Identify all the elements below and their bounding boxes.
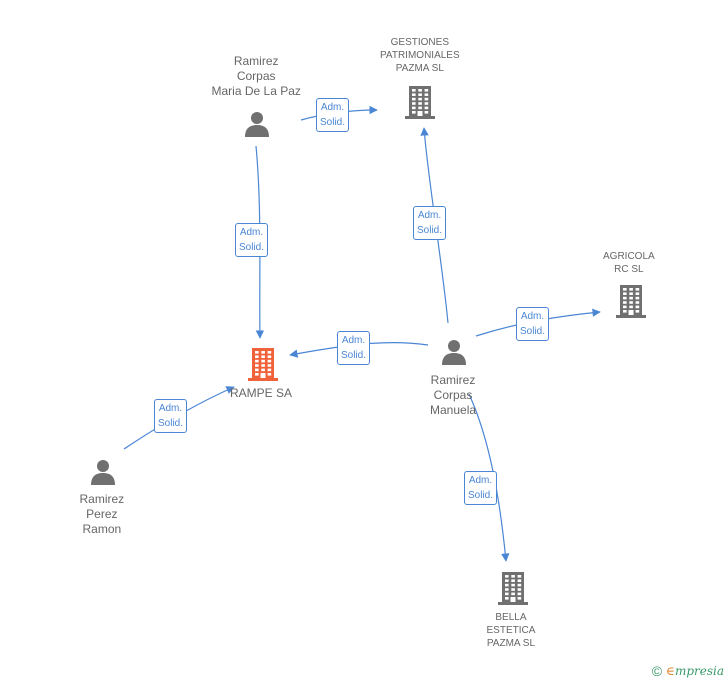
relation-badge[interactable]: Adm. Solid.: [316, 98, 350, 132]
building-icon[interactable]: [248, 347, 278, 386]
relation-badge-line: Solid.: [468, 490, 494, 501]
node-label-line: PATRIMONIALES: [380, 50, 460, 61]
node-label-rampe[interactable]: RAMPE SA: [230, 386, 292, 401]
node-label-line: PAZMA SL: [395, 63, 444, 74]
node-label-line: RC SL: [614, 264, 644, 275]
node-label-line: AGRICOLA: [603, 251, 655, 262]
relation-badge-line: Adm.: [239, 227, 264, 238]
node-label-line: Perez: [86, 507, 118, 521]
relation-badge-line: Solid.: [417, 225, 443, 236]
relation-badge[interactable]: Adm. Solid.: [235, 223, 269, 257]
relation-badge-line: Adm.: [468, 475, 493, 486]
relation-badge[interactable]: Adm. Solid.: [464, 471, 498, 505]
relation-badge-line: Solid.: [320, 117, 346, 128]
relation-badge[interactable]: Adm. Solid.: [154, 399, 188, 433]
node-label-line: GESTIONES: [390, 37, 449, 48]
node-label-line: Ramon: [82, 522, 122, 536]
node-label-line: Corpas: [433, 388, 473, 402]
node-label-line: Manuela: [430, 403, 477, 417]
brand-logo[interactable]: ∈mpresia: [666, 664, 724, 678]
relation-badge[interactable]: Adm. Solid.: [516, 307, 550, 341]
copyright-symbol: ©: [651, 663, 663, 679]
node-label-bella[interactable]: BELLA ESTETICA PAZMA SL: [487, 611, 536, 650]
relation-badge[interactable]: Adm. Solid.: [337, 331, 371, 365]
relation-badge-line: Solid.: [341, 350, 367, 361]
relation-badge-line: Solid.: [520, 326, 546, 337]
node-label-line: BELLA: [495, 612, 527, 623]
relation-badge-line: Solid.: [158, 418, 184, 429]
node-label-gestiones[interactable]: GESTIONES PATRIMONIALES PAZMA SL: [380, 36, 460, 75]
relation-badge-line: Adm.: [341, 335, 366, 346]
node-label-line: Ramirez: [79, 492, 125, 506]
node-label-line: Ramirez: [430, 373, 476, 387]
relation-badge-line: Adm.: [417, 210, 442, 221]
building-icon[interactable]: [616, 284, 646, 323]
person-icon[interactable]: [440, 338, 468, 371]
node-label-line: PAZMA SL: [486, 638, 536, 649]
relation-badge-line: Adm.: [158, 403, 183, 414]
building-icon[interactable]: [498, 571, 528, 610]
footer: © ∈mpresia: [652, 663, 724, 679]
relation-badge-line: Adm.: [520, 311, 545, 322]
building-icon[interactable]: [405, 85, 435, 124]
node-label-line: Ramirez: [233, 54, 279, 68]
node-label-line: Corpas: [236, 69, 276, 83]
person-icon[interactable]: [243, 110, 271, 143]
node-label-line: RAMPE SA: [230, 386, 293, 400]
node-label-agricola[interactable]: AGRICOLA RC SL: [603, 250, 655, 276]
relation-badge-line: Solid.: [239, 242, 265, 253]
relation-badge-line: Adm.: [320, 102, 345, 113]
node-label-line: ESTETICA: [486, 625, 536, 636]
relation-badge[interactable]: Adm. Solid.: [413, 206, 447, 240]
person-icon[interactable]: [89, 458, 117, 491]
node-label-line: Maria De La Paz: [211, 84, 301, 98]
